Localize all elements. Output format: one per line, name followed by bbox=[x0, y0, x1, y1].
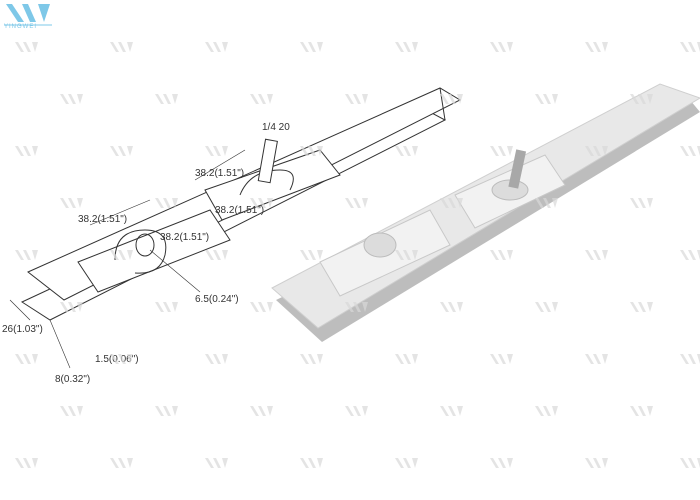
thread-label: 1/4 20 bbox=[262, 122, 290, 133]
dim-left-slot: 38.2(1.51") bbox=[78, 214, 127, 225]
dim-mid-b: 38.2(1.51") bbox=[160, 232, 209, 243]
photo-threaded-stud bbox=[508, 149, 527, 189]
photo-eye-ring bbox=[363, 232, 397, 258]
brand-logo bbox=[4, 4, 52, 26]
dim-top-slot: 38.2(1.51") bbox=[195, 168, 244, 179]
slot-clip-left bbox=[77, 209, 231, 293]
threaded-stud bbox=[257, 138, 278, 184]
dim-height: 8(0.32") bbox=[55, 374, 90, 385]
dim-ring: 6.5(0.24") bbox=[195, 294, 239, 305]
brand-logo-text: YINGWEI bbox=[4, 24, 38, 30]
slot-clip-right bbox=[204, 149, 341, 221]
dim-mid-a: 38.2(1.51") bbox=[215, 205, 264, 216]
eye-ring-icon bbox=[114, 229, 167, 274]
dim-width: 26(1.03") bbox=[2, 324, 43, 335]
